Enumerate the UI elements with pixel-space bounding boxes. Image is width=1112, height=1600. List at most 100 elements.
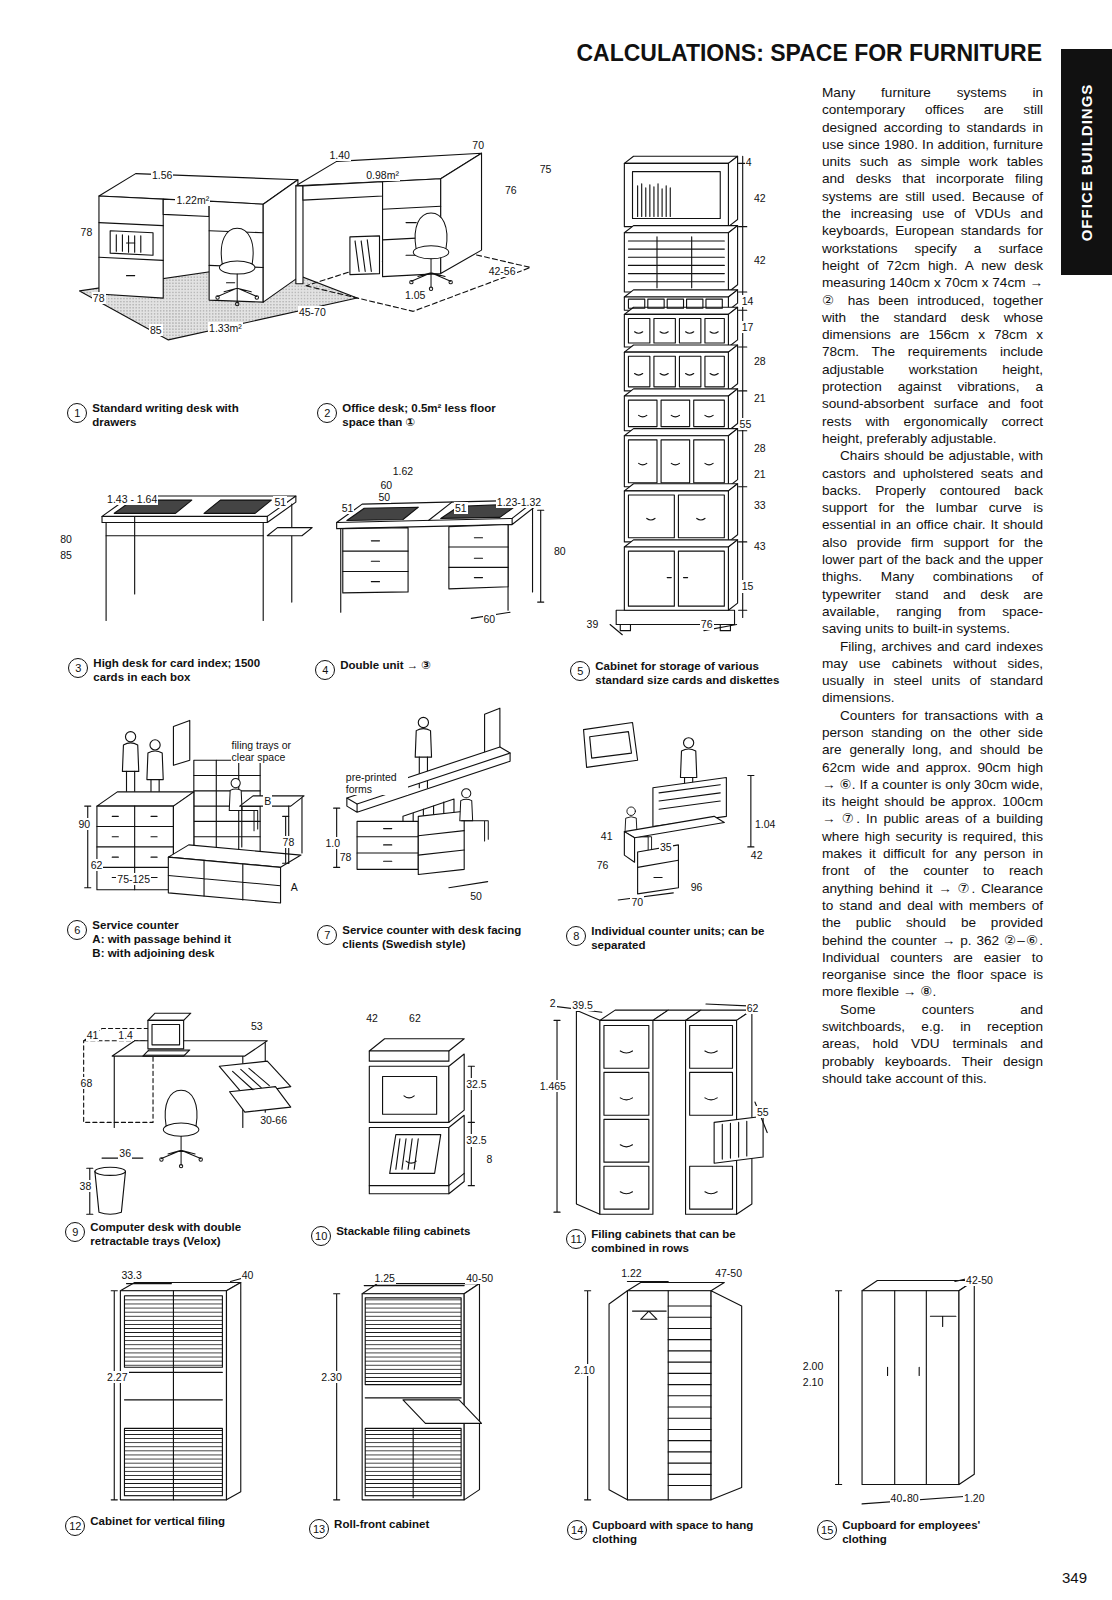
dimension-label: 50: [469, 890, 483, 902]
filing-cabinet-drawing: [690, 1025, 733, 1209]
roll-front-cabinet-drawing: [334, 1286, 465, 1500]
callout-number: 10: [311, 1226, 331, 1246]
dimension-label: 1.40: [328, 149, 350, 161]
card-cabinet-drawing: [728, 429, 737, 487]
card-cabinet-drawing: [624, 389, 737, 396]
card-cabinet-drawing: [624, 352, 728, 391]
callout-number: 9: [65, 1222, 85, 1242]
dimension-label: 47-50: [714, 1267, 743, 1279]
stackable-cabinet-drawing: [369, 1039, 464, 1051]
figure-caption: 2Office desk; 0.5m² less floor space tha…: [317, 401, 515, 429]
callout-number: 3: [68, 658, 88, 678]
card-cabinet-drawing: [610, 156, 747, 634]
vertical-filing-cabinet-drawing: [226, 1283, 240, 1500]
dimension-label: 1.23-1.32: [496, 496, 542, 508]
roll-front-cabinet-drawing: [365, 1298, 461, 1385]
dimension-label: 21: [753, 468, 767, 480]
dimension-label: 80: [906, 1492, 920, 1504]
counter-unit-drawing: [659, 785, 720, 809]
figure-caption: 12Cabinet for vertical filing: [65, 1514, 274, 1536]
card-cabinet-drawing: [728, 484, 737, 542]
double-desk-drawing: [449, 525, 508, 589]
dimension-label: 42-56: [488, 265, 517, 277]
computer-desk-drawing: [95, 1167, 126, 1175]
caption-text: B: with adjoining desk: [92, 946, 281, 960]
stackable-cabinet-drawing: [449, 1054, 464, 1122]
caption-text: Cabinet for storage of various standard …: [595, 659, 784, 687]
dimension-label: 80: [59, 533, 73, 545]
caption-group: Computer desk with double retractable tr…: [90, 1220, 284, 1248]
card-cabinet-drawing: [728, 307, 737, 347]
callout-number: 7: [317, 925, 337, 945]
card-index-desk-drawing: [106, 500, 292, 620]
clothes-cupboard-drawing: [633, 1291, 669, 1500]
office-desk-drawing: [303, 182, 383, 200]
dimension-label: 42: [750, 849, 764, 861]
counter-unit-drawing: [638, 860, 679, 877]
dimension-label: 35: [659, 841, 673, 853]
figure-caption: 6Service counterA: with passage behind i…: [67, 918, 281, 960]
dimension-label: 42: [365, 1012, 379, 1024]
dimension-label: 2.10: [802, 1376, 824, 1388]
dimension-label: 1.20: [963, 1492, 985, 1504]
roll-front-cabinet-drawing: [464, 1284, 479, 1500]
office-desk-drawing: [410, 213, 453, 290]
dimension-label: 1.43 - 1.64: [106, 493, 158, 505]
card-cabinet-drawing: [728, 156, 737, 226]
dimension-label: 78: [80, 226, 94, 238]
dimension-label: 32.5: [465, 1134, 487, 1146]
counter-unit-drawing: [590, 732, 632, 759]
vertical-filing-cabinet-drawing: [111, 1277, 245, 1499]
clothes-cupboard-drawing: [627, 1283, 724, 1291]
card-cabinet-drawing: [635, 332, 719, 578]
dimension-label: 2.27: [106, 1371, 128, 1383]
callout-number: 13: [309, 1519, 329, 1539]
dimension-label: 90: [78, 818, 92, 830]
dimension-label: 55: [739, 418, 753, 430]
dimension-label: 68: [80, 1077, 94, 1089]
writing-desk-drawing: [216, 228, 259, 305]
dimension-label: 1.4: [117, 1029, 134, 1041]
caption-text: Service counter with desk facing clients…: [342, 923, 526, 951]
dimension-label: 1.56: [151, 169, 173, 181]
dimension-label: 41: [600, 830, 614, 842]
card-cabinet-drawing: [610, 625, 737, 635]
clothes-cupboard-drawing: [585, 1282, 742, 1500]
clothes-cupboard-drawing: [585, 1282, 669, 1500]
card-cabinet-drawing: [628, 318, 724, 342]
body-paragraph: Filing, archives and card indexes may us…: [822, 638, 1043, 707]
roll-front-cabinet-drawing: [362, 1294, 464, 1500]
section-tab-text: OFFICE BUILDINGS: [1078, 83, 1095, 241]
card-cabinet-drawing: [624, 290, 737, 297]
dimension-label: 39: [586, 618, 600, 630]
caption-group: Double unit → ③: [340, 658, 483, 672]
section-tab: OFFICE BUILDINGS: [1061, 49, 1112, 275]
dimension-label: 17: [741, 321, 755, 333]
stackable-cabinet-drawing: [369, 1127, 449, 1185]
card-cabinet-drawing: [628, 440, 724, 483]
dimension-label: 2.30: [320, 1371, 342, 1383]
dimension-label: 62: [90, 859, 104, 871]
writing-desk-drawing: [99, 196, 163, 298]
double-desk-drawing: [337, 500, 544, 618]
dimension-label: 51: [341, 502, 355, 514]
dimension-label: 21: [753, 392, 767, 404]
body-paragraph: Many furniture systems in contemporary o…: [822, 84, 1043, 447]
dimension-label: 33: [753, 499, 767, 511]
office-desk-drawing: [296, 186, 303, 284]
stackable-cabinet-drawing: [369, 1039, 474, 1194]
card-cabinet-drawing: [624, 297, 728, 310]
dimension-label: 96: [690, 881, 704, 893]
card-cabinet-drawing: [638, 184, 671, 217]
swedish-counter-drawing: [357, 829, 418, 862]
caption-group: Cabinet for storage of various standard …: [595, 659, 784, 687]
dimension-label: 28: [753, 355, 767, 367]
caption-text: Office desk; 0.5m² less floor space than…: [342, 401, 515, 429]
service-counter-drawing: [173, 720, 189, 765]
filing-cabinet-drawing: [576, 1010, 599, 1214]
dimension-label: 40: [241, 1269, 255, 1281]
stackable-cabinet-drawing: [404, 1096, 414, 1098]
callout-number: 11: [566, 1229, 586, 1249]
double-desk-drawing: [343, 528, 408, 593]
dimension-label: 14: [741, 295, 755, 307]
